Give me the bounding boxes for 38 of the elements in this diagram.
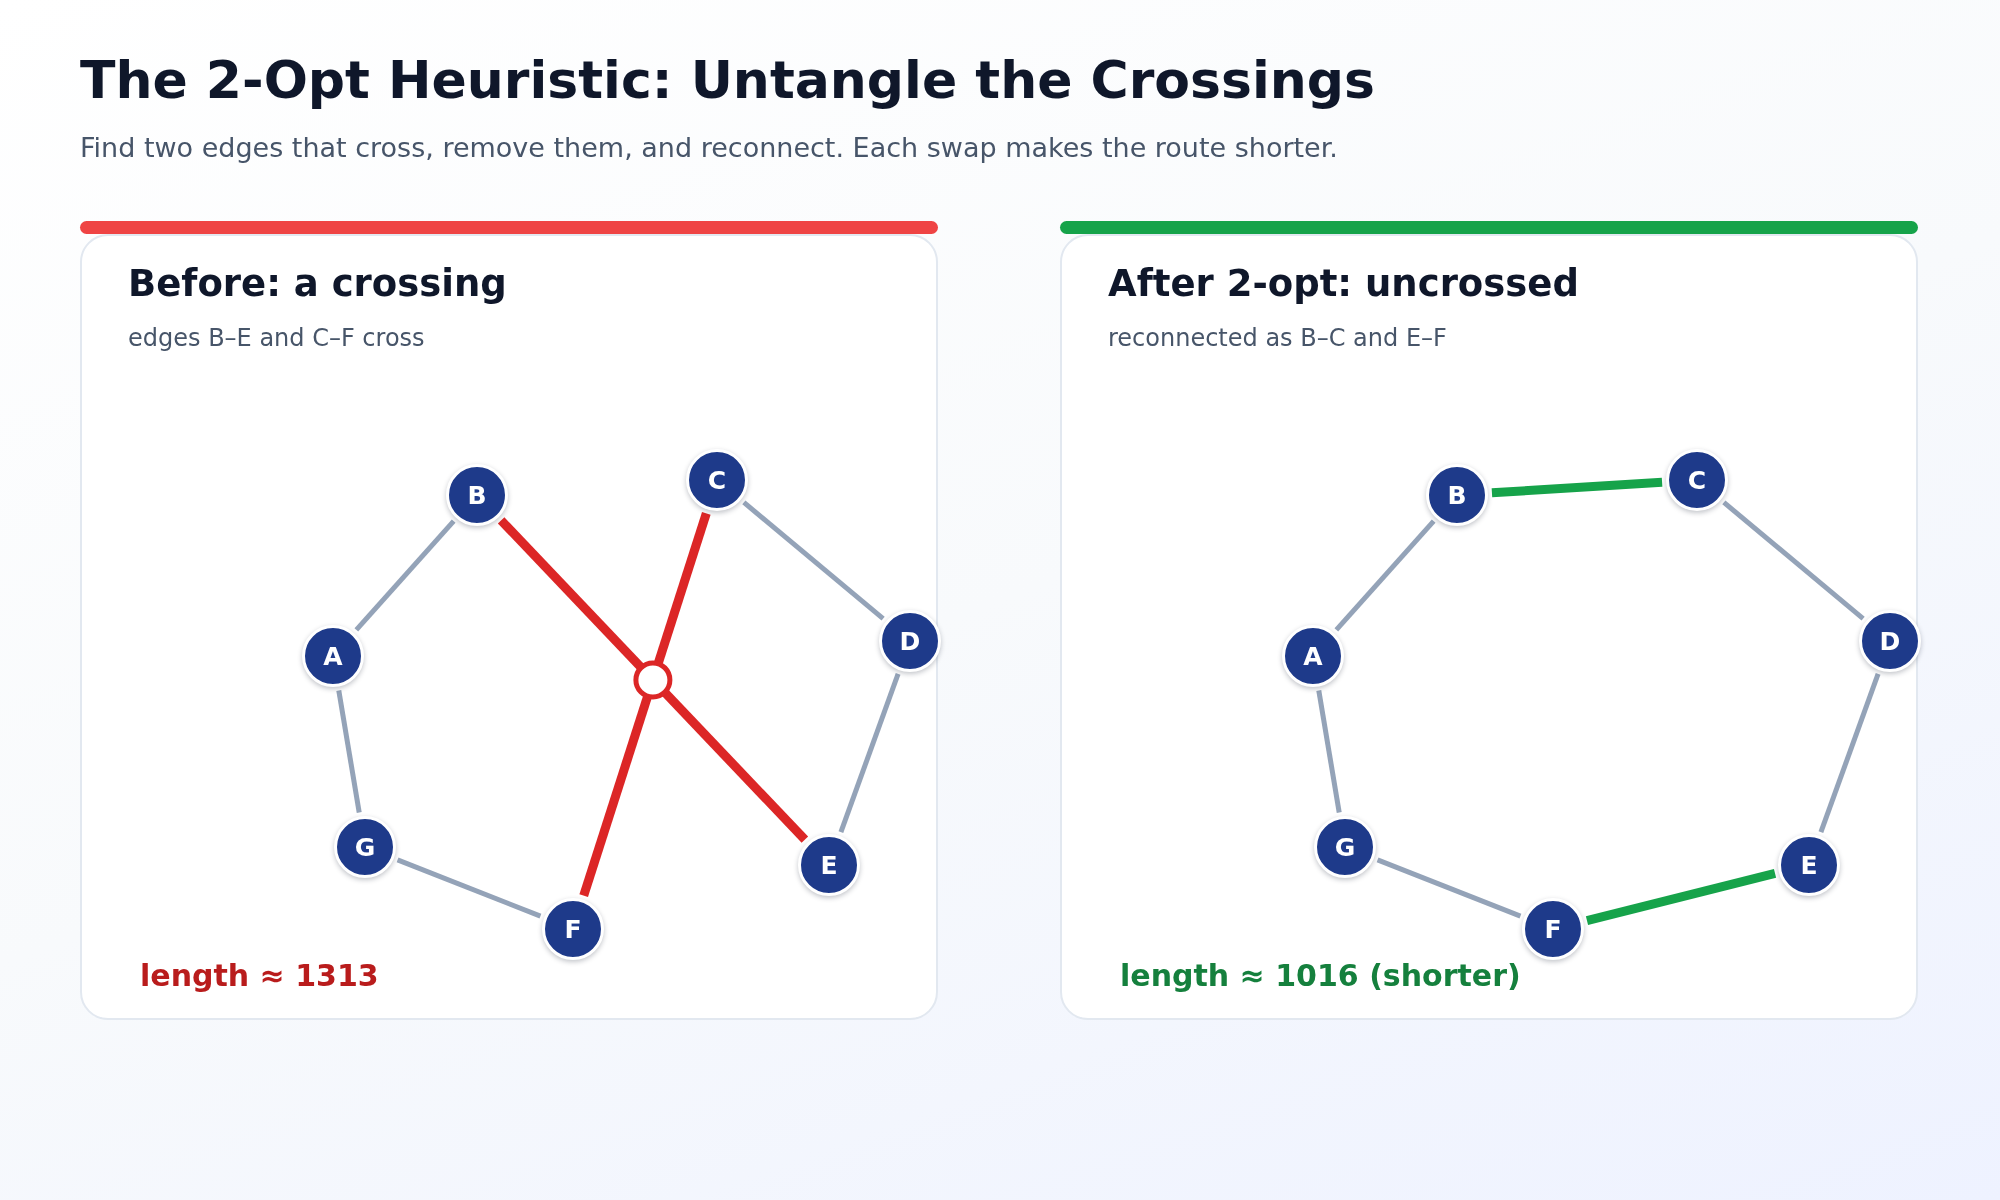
- route-edge: [838, 673, 901, 833]
- city-node: D: [1859, 610, 1921, 672]
- panel-heading: After 2-opt: uncrossed: [1108, 262, 1579, 305]
- city-node: E: [1778, 834, 1840, 896]
- route-length: length ≈ 1313: [140, 958, 379, 993]
- city-node: B: [446, 464, 508, 526]
- panel-subheading: edges B–E and C–F cross: [128, 324, 425, 352]
- city-node: G: [1314, 816, 1376, 878]
- panel-card: [80, 234, 938, 1020]
- city-node: D: [879, 610, 941, 672]
- city-node: G: [334, 816, 396, 878]
- highlighted-route-edge: [1585, 869, 1777, 925]
- city-node: A: [302, 625, 364, 687]
- route-edge: [354, 519, 456, 632]
- city-node: F: [1522, 898, 1584, 960]
- panel-heading: Before: a crossing: [128, 262, 507, 305]
- city-node: C: [686, 449, 748, 511]
- page-subtitle: Find two edges that cross, remove them, and reconnect. Each swap makes the route shorter.: [80, 132, 1338, 163]
- city-node: A: [1282, 625, 1344, 687]
- highlighted-route-edge: [497, 517, 809, 843]
- route-edge: [1818, 673, 1881, 833]
- panel-subheading: reconnected as B–C and E–F: [1108, 324, 1447, 352]
- city-node: C: [1666, 449, 1728, 511]
- route-edge: [1722, 500, 1865, 621]
- route-edge: [336, 690, 362, 813]
- city-node: B: [1426, 464, 1488, 526]
- route-edge: [1316, 690, 1342, 813]
- highlighted-route-edge: [1491, 477, 1663, 498]
- route-edge: [1376, 857, 1522, 919]
- panel-card: [1060, 234, 1918, 1020]
- route-length: length ≈ 1016 (shorter): [1120, 958, 1521, 993]
- route-edge: [742, 500, 885, 621]
- city-node: E: [798, 834, 860, 896]
- highlighted-route-edge: [579, 511, 711, 898]
- city-node: F: [542, 898, 604, 960]
- route-edge: [1334, 519, 1436, 632]
- page-title: The 2-Opt Heuristic: Untangle the Crossings: [80, 50, 1375, 110]
- route-edge: [396, 857, 542, 919]
